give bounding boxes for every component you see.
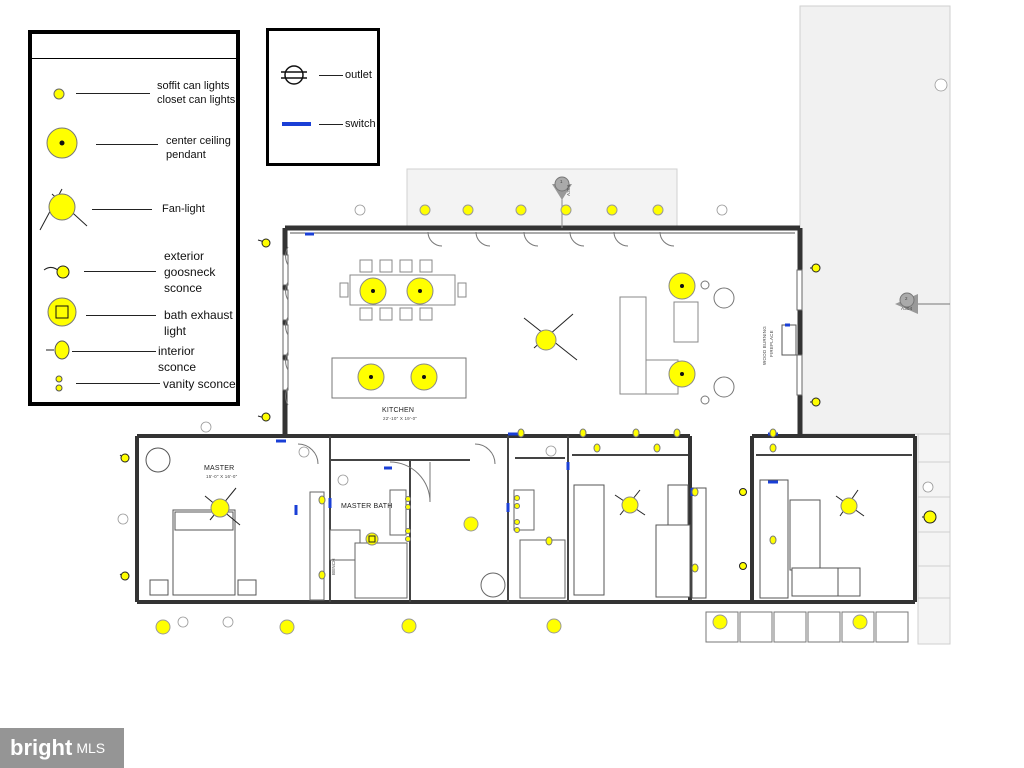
- gooseneck-sconce-icon: [56, 265, 70, 279]
- interior-sconces: [318, 428, 777, 580]
- bath-exhaust-icon: [47, 297, 77, 327]
- legend-sconce-label: sconce: [164, 281, 203, 295]
- exterior-deck-lower: [917, 433, 951, 645]
- device-legend: outlet switch: [266, 28, 380, 166]
- legend-exhaust-label-1: bath exhaust: [164, 308, 233, 322]
- legend-exhaust-label-2: light: [164, 324, 187, 338]
- kitchen-dims: 22'-10" X 19'-0": [383, 416, 418, 421]
- legend-vanity-sconce-label: vanity sconce: [163, 377, 236, 391]
- bright-mls-watermark: bright MLS: [0, 728, 124, 768]
- master-label: MASTER: [204, 465, 235, 472]
- fireplace-label-1: WOOD BURNING: [762, 326, 767, 365]
- outlet-icon: [284, 65, 304, 85]
- watermark-suffix: MLS: [76, 740, 106, 756]
- interior-sconce-icon: [54, 340, 70, 360]
- fan-light: [204, 487, 241, 526]
- section-tag-1-num: 1: [560, 179, 563, 184]
- fan-light: [614, 489, 646, 516]
- vanity-sconce-icon: [55, 375, 63, 383]
- fireplace: [781, 324, 797, 356]
- kitchen-island: [331, 357, 467, 399]
- legend-soffit-label: soffit can lights: [157, 80, 230, 92]
- section-tag-2-sheet: A304: [901, 306, 913, 311]
- fan-light-icon: [48, 193, 76, 221]
- section-tag-1-sheet: A304: [566, 184, 571, 196]
- legend-interior-sconce-label: interior sconce: [158, 344, 197, 374]
- can-lights: [155, 204, 868, 635]
- bench-label: BENCH: [331, 558, 336, 575]
- section-tag-2-num: 2: [905, 296, 908, 301]
- gooseneck-sconces: [119, 238, 937, 581]
- master-bed: [145, 447, 257, 596]
- watermark-brand: bright: [10, 735, 73, 760]
- legend-goosneck-label: goosneck: [164, 265, 216, 279]
- legend-symbols: [39, 88, 88, 392]
- exterior-deck-area: [799, 5, 951, 435]
- dining-table: [339, 259, 467, 321]
- kitchen-label: KITCHEN: [382, 407, 415, 414]
- legend2-symbols: [281, 65, 311, 126]
- legend-closet-label: closet can lights: [157, 94, 236, 106]
- bedroom-wing-walls: [135, 434, 917, 604]
- section-tag-2: [895, 292, 950, 314]
- legend-fanlight-label: Fan-light: [162, 203, 205, 215]
- master-dims: 15'-0" X 16'-0": [206, 474, 238, 479]
- legend-pendant-label-1: center ceiling: [166, 135, 231, 147]
- porch-area: [406, 168, 678, 228]
- bath-exhaust-light: [365, 532, 379, 546]
- fixture-legend: soffit can lights closet can lights cent…: [28, 30, 240, 406]
- legend-pendant-label-2: pendant: [166, 149, 206, 161]
- legend-exterior-label: exterior: [164, 249, 205, 263]
- section-tag-1: [552, 176, 572, 228]
- master-bath-label: MASTER BATH: [341, 503, 393, 510]
- fan-light: [523, 313, 578, 361]
- fireplace-label-2: FIREPLACE: [769, 330, 774, 357]
- can-light-icon: [53, 88, 65, 100]
- legend-outlet-label: outlet: [345, 69, 372, 81]
- legend-switch-label: switch: [345, 118, 376, 130]
- fan-light: [835, 489, 865, 517]
